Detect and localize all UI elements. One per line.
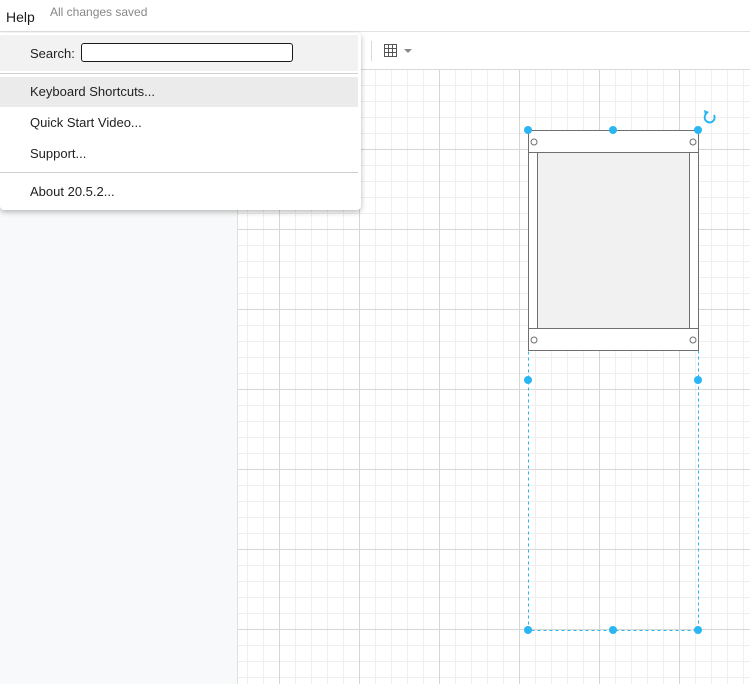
table-button[interactable]: [384, 43, 414, 59]
selected-shape[interactable]: [528, 130, 699, 351]
menu-item-support[interactable]: Support...: [30, 146, 87, 161]
menubar: Help All changes saved: [0, 0, 750, 32]
caret-down-icon: [404, 49, 412, 53]
resize-handle-bottom-right[interactable]: [694, 626, 702, 634]
menu-item-about[interactable]: About 20.5.2...: [30, 184, 115, 199]
rotate-handle-icon[interactable]: [703, 110, 716, 124]
resize-handle-top[interactable]: [609, 126, 617, 134]
menu-separator: [0, 73, 358, 74]
menu-separator: [0, 172, 358, 173]
help-search-row: Search:: [0, 35, 358, 71]
help-search-input[interactable]: [81, 43, 293, 62]
resize-handle-top-left[interactable]: [524, 126, 532, 134]
resize-handle-left[interactable]: [524, 376, 532, 384]
resize-handle-bottom[interactable]: [609, 626, 617, 634]
menu-help[interactable]: Help: [6, 9, 35, 25]
toolbar-separator: [371, 41, 372, 61]
menu-item-keyboard-shortcuts[interactable]: Keyboard Shortcuts...: [0, 77, 358, 107]
save-status: All changes saved: [50, 5, 148, 19]
help-menu-dropdown: Search: Keyboard Shortcuts... Quick Star…: [0, 33, 361, 210]
diagram-layer: [524, 110, 716, 634]
table-grid-icon: [384, 44, 412, 57]
search-label: Search:: [30, 46, 75, 61]
resize-handle-right[interactable]: [694, 376, 702, 384]
resize-handle-bottom-left[interactable]: [524, 626, 532, 634]
menu-item-quick-start-video[interactable]: Quick Start Video...: [30, 115, 142, 130]
resize-handle-top-right[interactable]: [694, 126, 702, 134]
